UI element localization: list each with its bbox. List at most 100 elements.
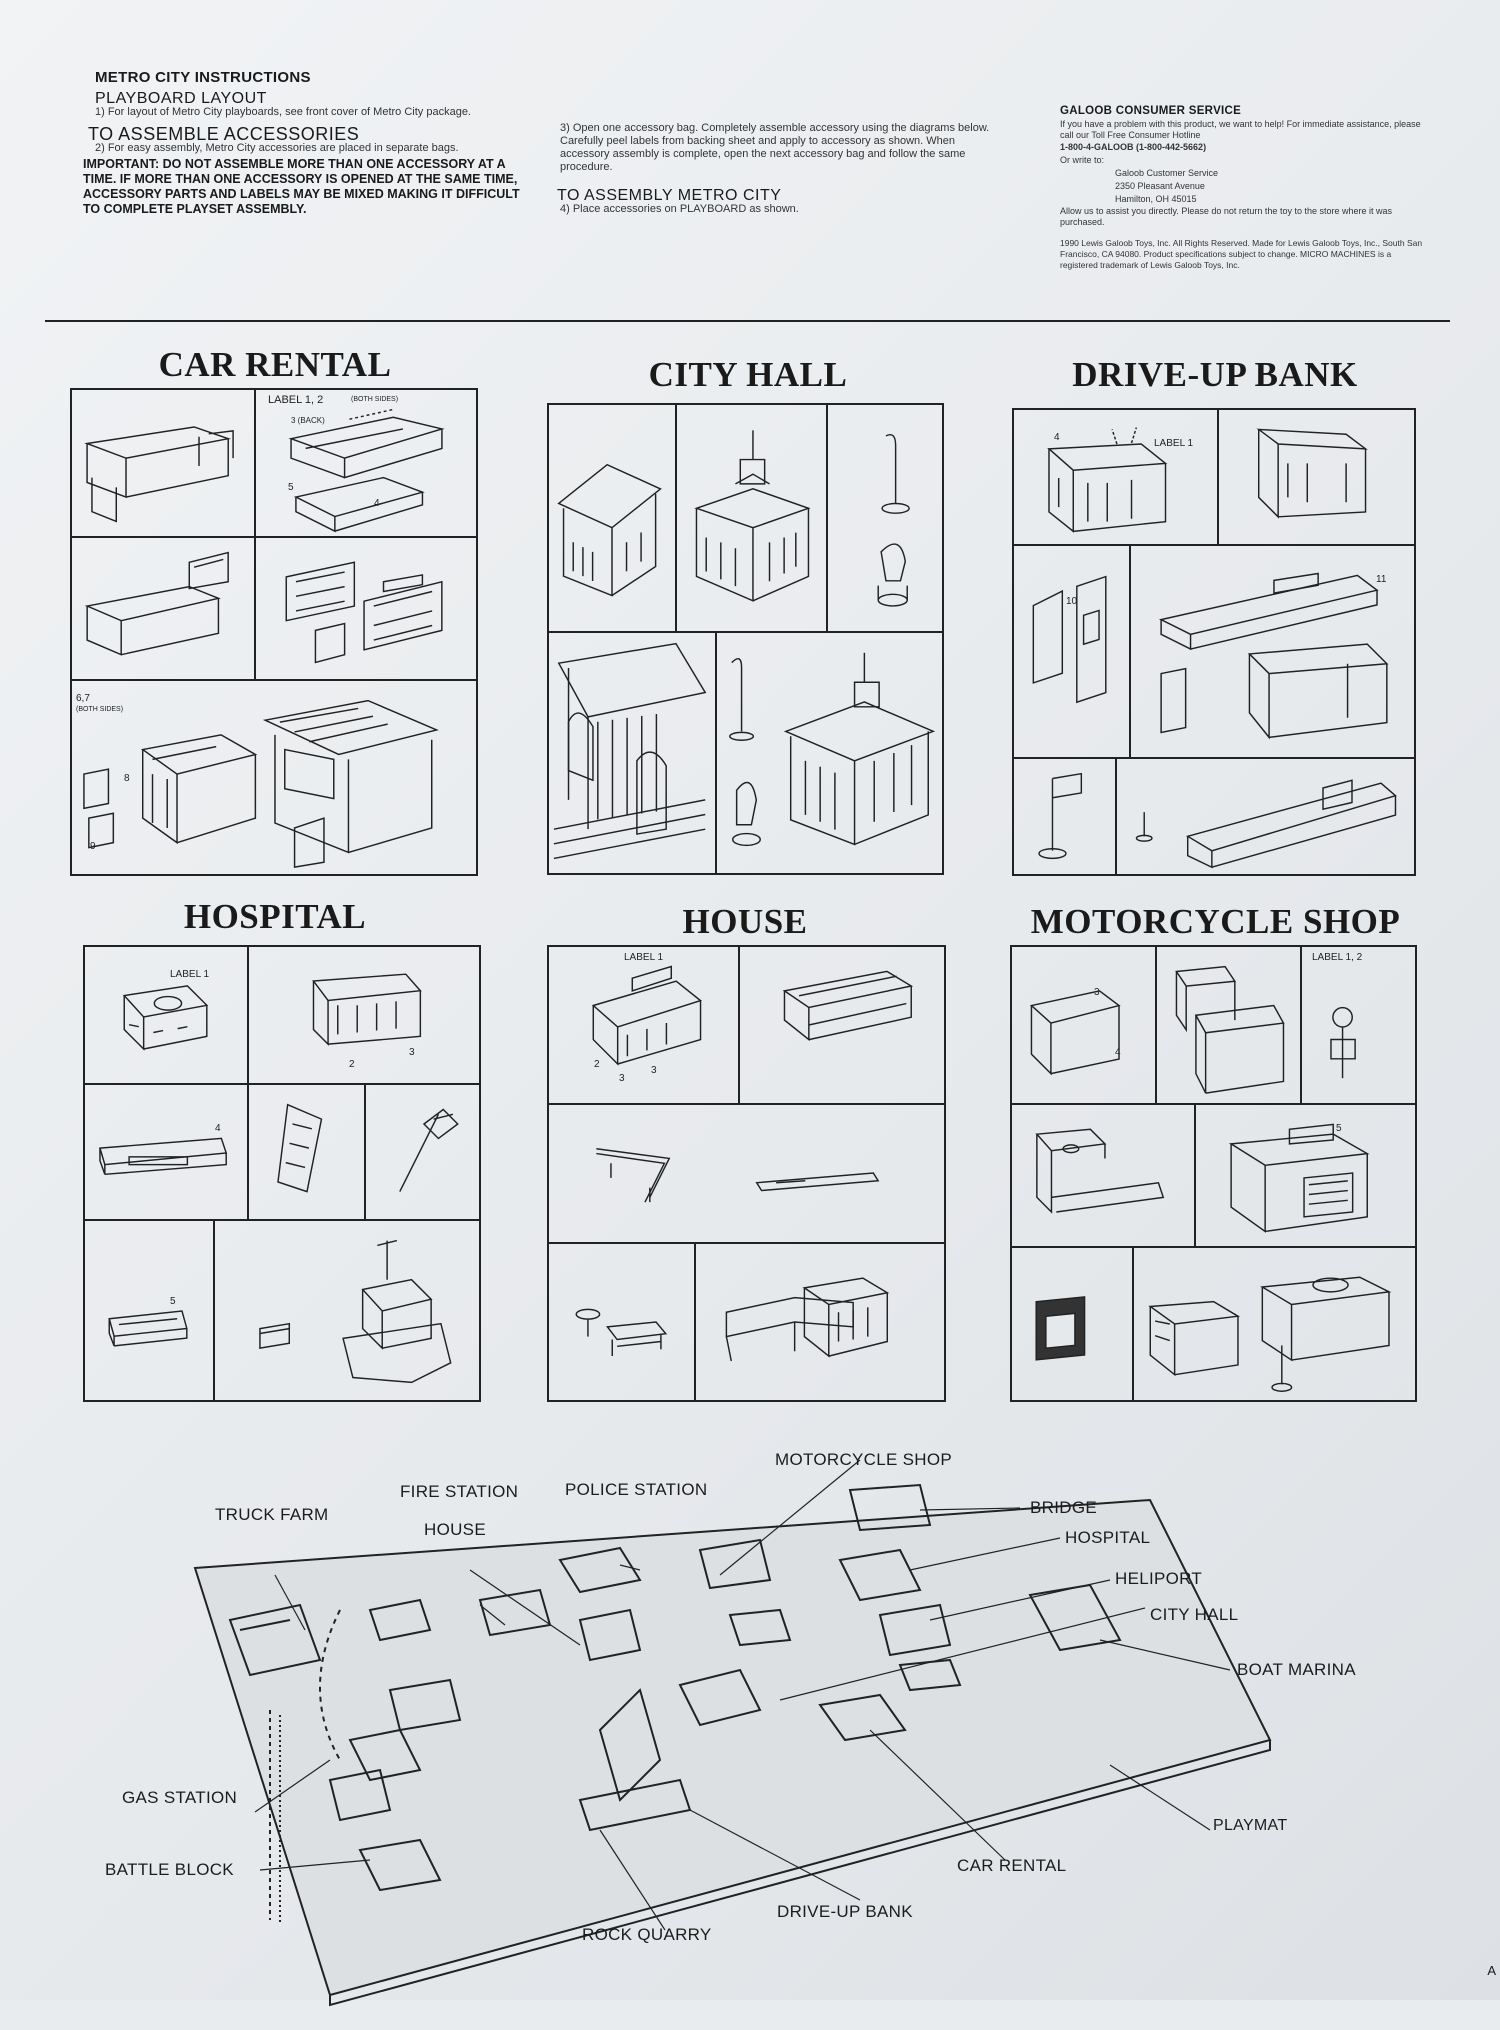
car-rental-title: CAR RENTAL [158, 345, 392, 384]
car-rental-step-5: 6,7 (BOTH SIDES) 8 9 [70, 679, 478, 876]
bank-n4: 4 [1054, 432, 1060, 443]
consumer-text: If you have a problem with this product,… [1060, 119, 1421, 140]
house-step-5 [694, 1242, 946, 1402]
house-label1: LABEL 1 [624, 952, 664, 963]
header-col-2: 3) Open one accessory bag. Completely as… [557, 122, 1010, 216]
map-hospital: HOSPITAL [1065, 1528, 1151, 1547]
step-2: 2) For easy assembly, Metro City accesso… [95, 142, 459, 154]
moto-step-3: LABEL 1, 2 [1300, 945, 1417, 1105]
address-3: Hamilton, OH 45015 [1115, 194, 1197, 204]
city-hall-title: CITY HALL [648, 355, 848, 394]
car-label-12: LABEL 1, 2 [268, 394, 324, 406]
hosp-n5: 5 [170, 1296, 176, 1307]
city-hall-step-2 [675, 403, 828, 633]
bank-n11: 11 [1376, 574, 1387, 585]
map-bridge: BRIDGE [1030, 1498, 1097, 1517]
moto-step-7 [1132, 1246, 1417, 1402]
moto-step-2 [1155, 945, 1302, 1105]
house-step-4 [547, 1242, 696, 1402]
assemble-heading: TO ASSEMBLE ACCESSORIES [88, 124, 360, 144]
playboard-heading: PLAYBOARD LAYOUT [95, 90, 267, 107]
hospital-step-6: 5 [83, 1219, 215, 1402]
hospital-step-5 [364, 1083, 481, 1221]
hospital-step-4 [247, 1083, 366, 1221]
map-drive-up-bank: DRIVE-UP BANK [777, 1902, 913, 1921]
map-boat-marina: BOAT MARINA [1237, 1660, 1356, 1679]
city-hall-step-3 [826, 403, 944, 633]
map-city-hall: CITY HALL [1150, 1605, 1239, 1624]
hotline: 1-800-4-GALOOB (1-800-442-5662) [1060, 142, 1207, 152]
car-67: 6,7 [76, 693, 90, 704]
header-col-1: METRO CITY INSTRUCTIONS PLAYBOARD LAYOUT… [83, 69, 550, 217]
hospital-title: HOSPITAL [183, 897, 367, 936]
sheet-title: METRO CITY INSTRUCTIONS [95, 69, 311, 86]
map-house: HOUSE [424, 1520, 486, 1539]
hospital-step-3: 4 [83, 1083, 249, 1221]
house-step-3 [547, 1103, 946, 1244]
map-gas-station: GAS STATION [122, 1788, 238, 1807]
map-truck-farm: TRUCK FARM [215, 1505, 329, 1524]
car-n4: 4 [374, 498, 380, 509]
city-hall-step-5 [715, 631, 944, 875]
playmat-map [193, 1459, 1272, 2007]
address-1: Galoob Customer Service [1115, 168, 1219, 178]
moto-label12: LABEL 1, 2 [1312, 952, 1363, 963]
house-title: HOUSE [682, 902, 808, 941]
moto-step-6 [1010, 1246, 1134, 1402]
car-back: 3 (BACK) [291, 416, 325, 425]
write-to: Or write to: [1060, 155, 1105, 165]
address-2: 2350 Pleasant Avenue [1115, 181, 1205, 191]
bank-step-5 [1012, 757, 1117, 876]
car-n9: 9 [90, 841, 96, 852]
drive-up-bank-title: DRIVE-UP BANK [1072, 355, 1358, 394]
car-rental-step-4 [254, 536, 478, 681]
bank-step-4: 11 [1129, 544, 1416, 759]
step-4: 4) Place accessories on PLAYBOARD as sho… [560, 203, 799, 215]
important-notice: IMPORTANT: DO NOT ASSEMBLE MORE THAN ONE… [83, 157, 520, 216]
city-hall-step-4 [547, 631, 717, 875]
car-both-sides: (BOTH SIDES) [351, 396, 399, 403]
consumer-heading: GALOOB CONSUMER SERVICE [1060, 105, 1242, 117]
hospital-step-2: 2 3 [247, 945, 481, 1085]
assembly-heading: TO ASSEMBLY METRO CITY [557, 187, 782, 204]
car-rental-step-1 [70, 388, 256, 538]
step-1: 1) For layout of Metro City playboards, … [95, 106, 471, 118]
motorcycle-shop-title: MOTORCYCLE SHOP [1030, 902, 1401, 941]
car-rental-step-3 [70, 536, 256, 681]
bank-step-1: LABEL 1 4 [1012, 408, 1219, 546]
map-motorcycle-shop: MOTORCYCLE SHOP [775, 1450, 953, 1469]
house-n3a: 3 [619, 1073, 625, 1084]
moto-n5: 5 [1336, 1123, 1342, 1134]
hosp-n2: 2 [349, 1059, 355, 1070]
hospital-step-7 [213, 1219, 481, 1402]
map-battle-block: BATTLE BLOCK [105, 1860, 234, 1879]
bank-step-2 [1217, 408, 1416, 546]
step-3: 3) Open one accessory bag. Completely as… [560, 122, 990, 173]
copyright: 1990 Lewis Galoob Toys, Inc. All Rights … [1060, 238, 1423, 270]
bank-step-3: 10 [1012, 544, 1131, 759]
moto-step-1: 3 4 [1010, 945, 1157, 1105]
moto-step-5: 5 [1194, 1103, 1417, 1248]
hospital-step-1: LABEL 1 [83, 945, 249, 1085]
moto-n4: 4 [1115, 1047, 1121, 1058]
hosp-n3: 3 [409, 1047, 415, 1058]
bank-step-6 [1115, 757, 1416, 876]
map-car-rental: CAR RENTAL [957, 1856, 1067, 1875]
map-heliport: HELIPORT [1115, 1569, 1203, 1588]
header-col-3: GALOOB CONSUMER SERVICE If you have a pr… [1060, 104, 1430, 271]
house-n3b: 3 [651, 1065, 657, 1076]
moto-step-4 [1010, 1103, 1196, 1248]
map-rock-quarry: ROCK QUARRY [582, 1925, 712, 1944]
map-fire-station: FIRE STATION [400, 1482, 519, 1501]
bank-n10: 10 [1066, 596, 1078, 607]
car-67-sides: (BOTH SIDES) [76, 706, 124, 713]
hosp-label1: LABEL 1 [170, 969, 210, 980]
hosp-n4: 4 [215, 1123, 221, 1134]
city-hall-step-1 [547, 403, 677, 633]
car-n5: 5 [288, 482, 294, 493]
car-n8: 8 [124, 773, 130, 784]
house-step-2 [738, 945, 946, 1105]
allow-text: Allow us to assist you directly. Please … [1060, 206, 1392, 227]
bank-label1: LABEL 1 [1154, 438, 1194, 449]
